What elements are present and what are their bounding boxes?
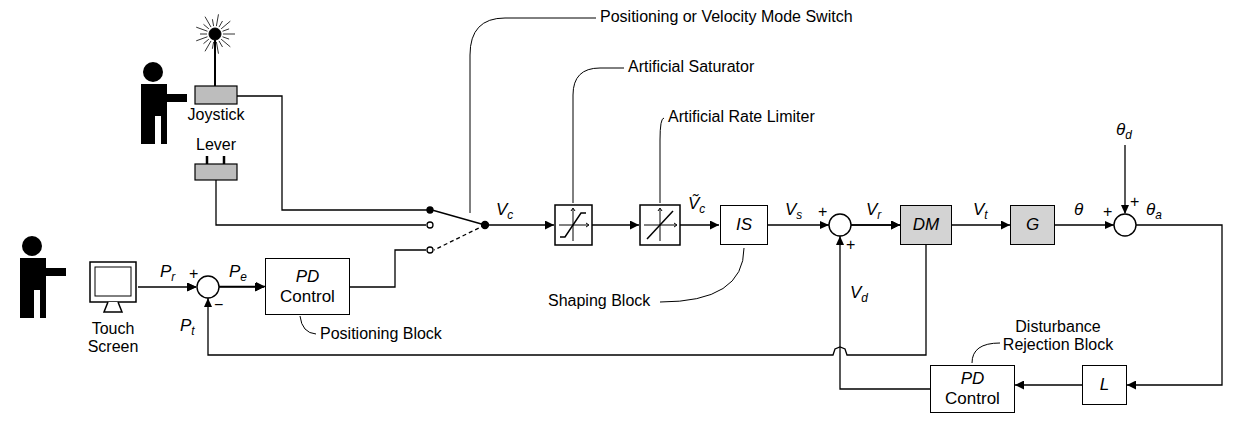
device-name: Touch Screen — [78, 320, 148, 357]
positioning-block: PD Control — [265, 258, 350, 315]
ray-stroke — [196, 27, 207, 31]
block-label: PD Control — [931, 369, 1014, 408]
block-label: L — [1100, 375, 1109, 395]
plant-block: G — [1010, 205, 1055, 245]
device-name: Lever — [196, 136, 236, 154]
touch-screen-icon — [90, 262, 136, 312]
signal-name: θa — [1146, 200, 1162, 220]
sign: + — [189, 265, 198, 283]
signal-connector — [952, 224, 1010, 225]
signal-connector — [208, 245, 926, 355]
rate-limiter-block — [640, 205, 680, 245]
callout-text: Disturbance Rejection Block — [993, 318, 1123, 355]
signal-name: Pe — [229, 262, 247, 282]
ray-stroke — [205, 41, 211, 51]
block-label: G — [1026, 215, 1039, 235]
ray-stroke — [216, 14, 218, 26]
callout-text: Shaping Block — [548, 292, 650, 310]
callout-text: Positioning Block — [320, 325, 442, 343]
signal-name: θd — [1116, 120, 1132, 140]
leader-line — [300, 18, 1000, 363]
disturbance-rejection-block: PD Control — [930, 365, 1015, 413]
block-label: DM — [913, 215, 939, 235]
lever-icon — [195, 156, 237, 180]
signal-name: Vs — [785, 200, 802, 220]
device-name: Joystick — [188, 106, 245, 124]
signal-name: θ — [1074, 200, 1083, 220]
ray-stroke — [216, 42, 218, 54]
signal-name: Vc — [496, 200, 513, 220]
ray-stroke — [221, 21, 230, 29]
signal-connector — [1055, 225, 1222, 385]
ray-stroke — [219, 21, 223, 27]
block-label: IS — [736, 215, 752, 235]
callout-text: Positioning or Velocity Mode Switch — [600, 8, 853, 26]
dynamic-model-block: DM — [900, 205, 952, 245]
signal-name: Vt — [973, 200, 988, 220]
block-label: PD Control — [266, 267, 349, 306]
ray-stroke — [223, 29, 230, 31]
ray-stroke — [205, 17, 211, 27]
signal-name: Vr — [866, 200, 881, 220]
person-figure — [20, 62, 187, 318]
ray-stroke — [204, 24, 209, 28]
signal-name: Ṽc — [688, 194, 705, 214]
mode-switch — [427, 207, 489, 253]
signal-name: Pt — [180, 316, 195, 336]
ray-stroke — [212, 42, 213, 49]
ray-stroke — [196, 37, 207, 41]
ray-stroke — [221, 39, 230, 47]
sign: − — [214, 296, 223, 314]
joystick-icon — [195, 14, 237, 104]
sign: + — [818, 203, 827, 221]
saturator-block — [555, 205, 592, 245]
sign: + — [1103, 203, 1112, 221]
ray-stroke — [219, 41, 223, 47]
signal-connector — [840, 225, 930, 389]
sign: + — [1130, 193, 1139, 211]
signal-name: Vd — [850, 283, 868, 303]
callout-text: Artificial Saturator — [628, 58, 754, 76]
ray-stroke — [223, 34, 235, 35]
sign: + — [846, 236, 855, 254]
ray-stroke — [200, 34, 207, 35]
ray-stroke — [212, 19, 213, 26]
sensor-block: L — [1082, 365, 1127, 405]
signal-connector — [1015, 384, 1082, 385]
arrowhead — [188, 205, 1129, 307]
callout-text: Artificial Rate Limiter — [668, 108, 815, 126]
ray-stroke — [223, 37, 230, 39]
ray-stroke — [204, 39, 209, 43]
signal-name: Pr — [160, 262, 175, 282]
shaping-block: IS — [720, 205, 768, 245]
